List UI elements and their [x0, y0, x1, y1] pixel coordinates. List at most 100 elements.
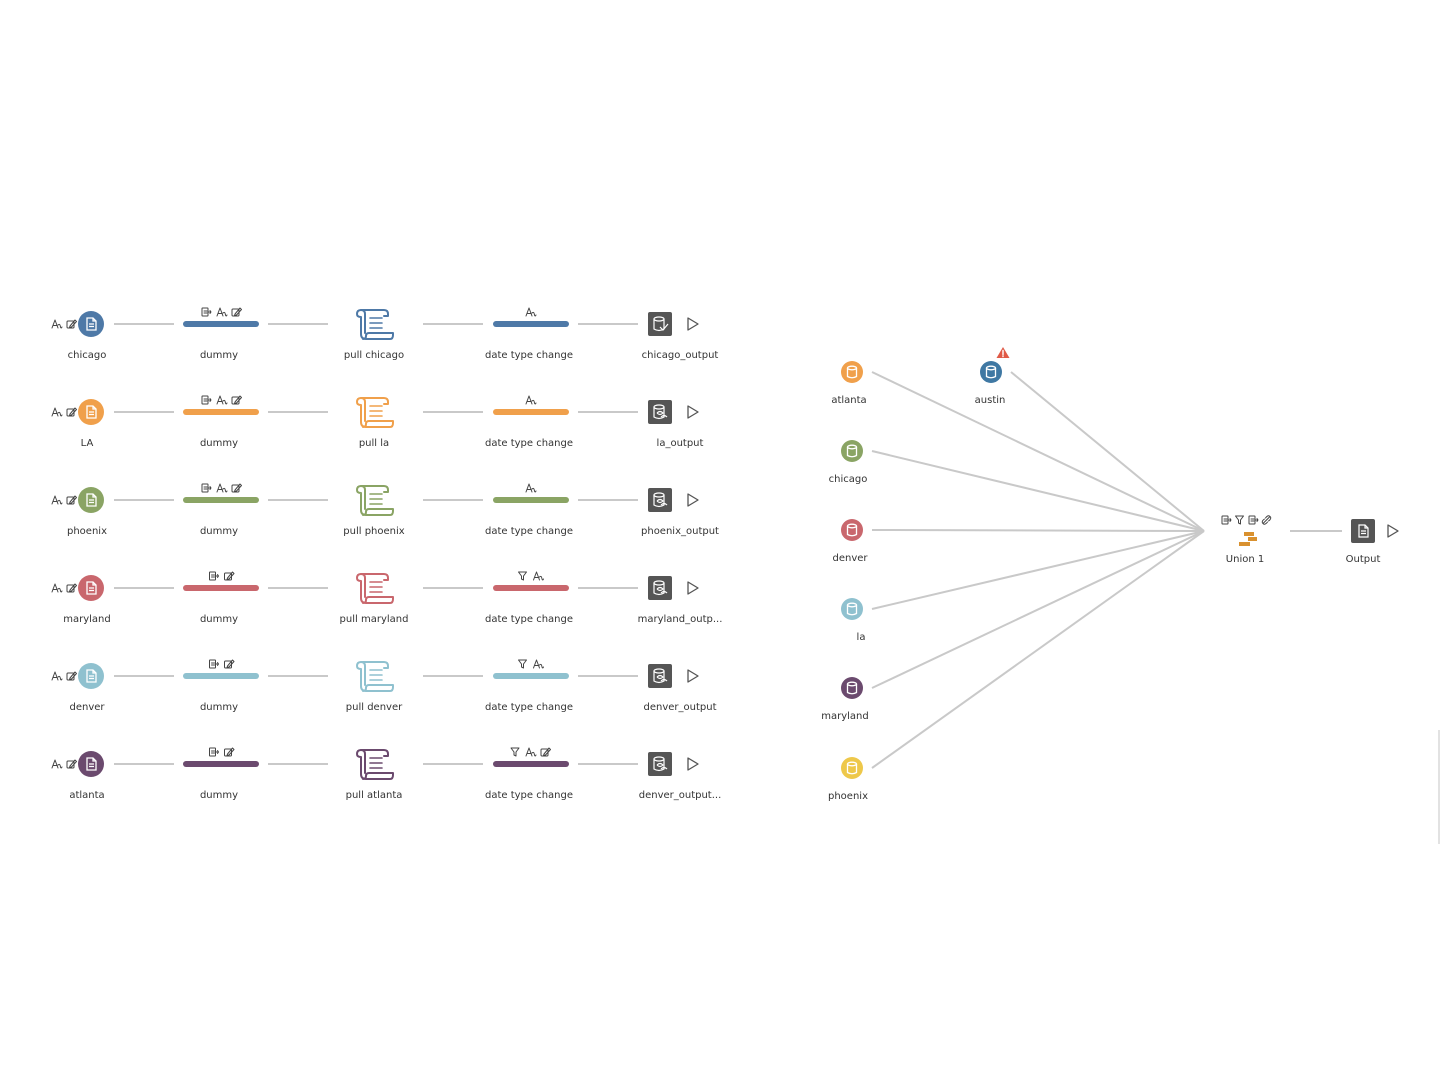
clean-node-label[interactable]: date type change	[484, 790, 574, 801]
output-node-label[interactable]: maryland_outp...	[637, 614, 723, 625]
script-node-phoenix[interactable]	[356, 485, 394, 516]
run-output-button[interactable]	[687, 317, 699, 331]
rename-icon[interactable]	[525, 747, 537, 757]
script-node-label[interactable]: pull phoenix	[343, 526, 405, 537]
clean-node-chicago[interactable]	[493, 307, 569, 327]
output-node-label[interactable]: chicago_output	[641, 350, 719, 361]
duplicate-icon[interactable]	[209, 571, 219, 581]
union-input-denver[interactable]	[841, 519, 863, 541]
output-node-la[interactable]	[648, 400, 672, 424]
edit-icon[interactable]	[66, 407, 77, 417]
union-input-label[interactable]: austin	[974, 395, 1006, 406]
output-node-label[interactable]: denver_output	[643, 702, 717, 713]
union-input-label[interactable]: maryland	[821, 711, 869, 722]
edit-icon[interactable]	[66, 671, 77, 681]
step-node-atlanta[interactable]	[183, 747, 259, 767]
edit-icon[interactable]	[66, 319, 77, 329]
output-node-phoenix[interactable]	[648, 488, 672, 512]
output-node-maryland[interactable]	[648, 576, 672, 600]
clean-node-label[interactable]: date type change	[484, 614, 574, 625]
step-node-la[interactable]	[183, 395, 259, 415]
input-node-label[interactable]: atlanta	[69, 790, 105, 801]
script-node-maryland[interactable]	[356, 573, 394, 604]
union-input-label[interactable]: la	[856, 632, 866, 643]
rename-icon[interactable]	[51, 759, 63, 769]
rename-icon[interactable]	[51, 671, 63, 681]
edit-icon[interactable]	[224, 659, 235, 669]
edit-icon[interactable]	[231, 307, 242, 317]
edit-icon[interactable]	[224, 747, 235, 757]
script-node-label[interactable]: pull maryland	[339, 614, 409, 625]
input-node-la[interactable]	[51, 399, 104, 425]
input-node-phoenix[interactable]	[51, 487, 104, 513]
union-input-label[interactable]: phoenix	[828, 791, 868, 802]
step-node-phoenix[interactable]	[183, 483, 259, 503]
step-node-label[interactable]: dummy	[199, 526, 239, 537]
run-output-button[interactable]	[687, 757, 699, 771]
run-output-button[interactable]	[687, 493, 699, 507]
edit-icon[interactable]	[540, 747, 551, 757]
rename-icon[interactable]	[525, 307, 537, 317]
union-input-label[interactable]: atlanta	[831, 395, 867, 406]
scrollbar-track[interactable]	[1438, 730, 1440, 844]
input-node-maryland[interactable]	[51, 575, 104, 601]
clean-node-maryland[interactable]	[493, 571, 569, 591]
input-node-label[interactable]: maryland	[63, 614, 111, 625]
input-node-label[interactable]: chicago	[67, 350, 107, 361]
edit-icon[interactable]	[66, 495, 77, 505]
clean-node-denver[interactable]	[493, 659, 569, 679]
clean-node-label[interactable]: date type change	[484, 526, 574, 537]
input-node-label[interactable]: LA	[80, 438, 94, 449]
union-input-label[interactable]: denver	[832, 553, 868, 564]
step-node-maryland[interactable]	[183, 571, 259, 591]
rename-icon[interactable]	[533, 659, 544, 669]
output-node-label[interactable]: denver_output...	[638, 790, 722, 801]
run-final-output-button[interactable]	[1387, 524, 1399, 538]
union-input-atlanta[interactable]	[841, 361, 863, 383]
script-node-denver[interactable]	[356, 661, 394, 692]
rename-icon[interactable]	[525, 395, 537, 405]
rename-icon[interactable]	[216, 483, 228, 493]
rename-icon[interactable]	[51, 583, 63, 593]
edit-icon[interactable]	[66, 583, 77, 593]
edit-icon[interactable]	[66, 759, 77, 769]
filter-icon[interactable]	[510, 747, 520, 757]
link-icon[interactable]	[1261, 515, 1272, 525]
warning-icon[interactable]	[996, 347, 1010, 358]
run-output-button[interactable]	[687, 669, 699, 683]
union-node[interactable]	[1221, 515, 1272, 546]
input-node-label[interactable]: denver	[69, 702, 105, 713]
script-node-label[interactable]: pull la	[358, 438, 390, 449]
step-node-label[interactable]: dummy	[199, 350, 239, 361]
rename-icon[interactable]	[216, 307, 228, 317]
filter-icon[interactable]	[1235, 515, 1244, 525]
script-node-label[interactable]: pull chicago	[343, 350, 405, 361]
rename-icon[interactable]	[51, 495, 63, 505]
output-node-atlanta[interactable]	[648, 752, 672, 776]
duplicate-icon[interactable]	[209, 747, 219, 757]
step-node-label[interactable]: dummy	[199, 702, 239, 713]
final-output-node[interactable]	[1351, 519, 1375, 543]
edit-icon[interactable]	[224, 571, 235, 581]
step-node-label[interactable]: dummy	[199, 614, 239, 625]
clean-node-label[interactable]: date type change	[484, 438, 574, 449]
script-node-atlanta[interactable]	[356, 749, 394, 780]
step-node-chicago[interactable]	[183, 307, 259, 327]
union-input-label[interactable]: chicago	[828, 474, 868, 485]
duplicate-icon[interactable]	[201, 483, 212, 493]
step-node-label[interactable]: dummy	[199, 438, 239, 449]
output-node-denver[interactable]	[648, 664, 672, 688]
rename-icon[interactable]	[51, 319, 63, 329]
input-node-denver[interactable]	[51, 663, 104, 689]
input-node-atlanta[interactable]	[51, 751, 104, 777]
rename-icon[interactable]	[216, 395, 228, 405]
filter-icon[interactable]	[518, 571, 527, 581]
rename-icon[interactable]	[525, 483, 537, 493]
clean-node-label[interactable]: date type change	[484, 702, 574, 713]
input-node-chicago[interactable]	[51, 311, 104, 337]
final-output-label[interactable]: Output	[1345, 554, 1381, 565]
run-output-button[interactable]	[687, 581, 699, 595]
step-node-denver[interactable]	[183, 659, 259, 679]
output-node-label[interactable]: phoenix_output	[641, 526, 719, 537]
